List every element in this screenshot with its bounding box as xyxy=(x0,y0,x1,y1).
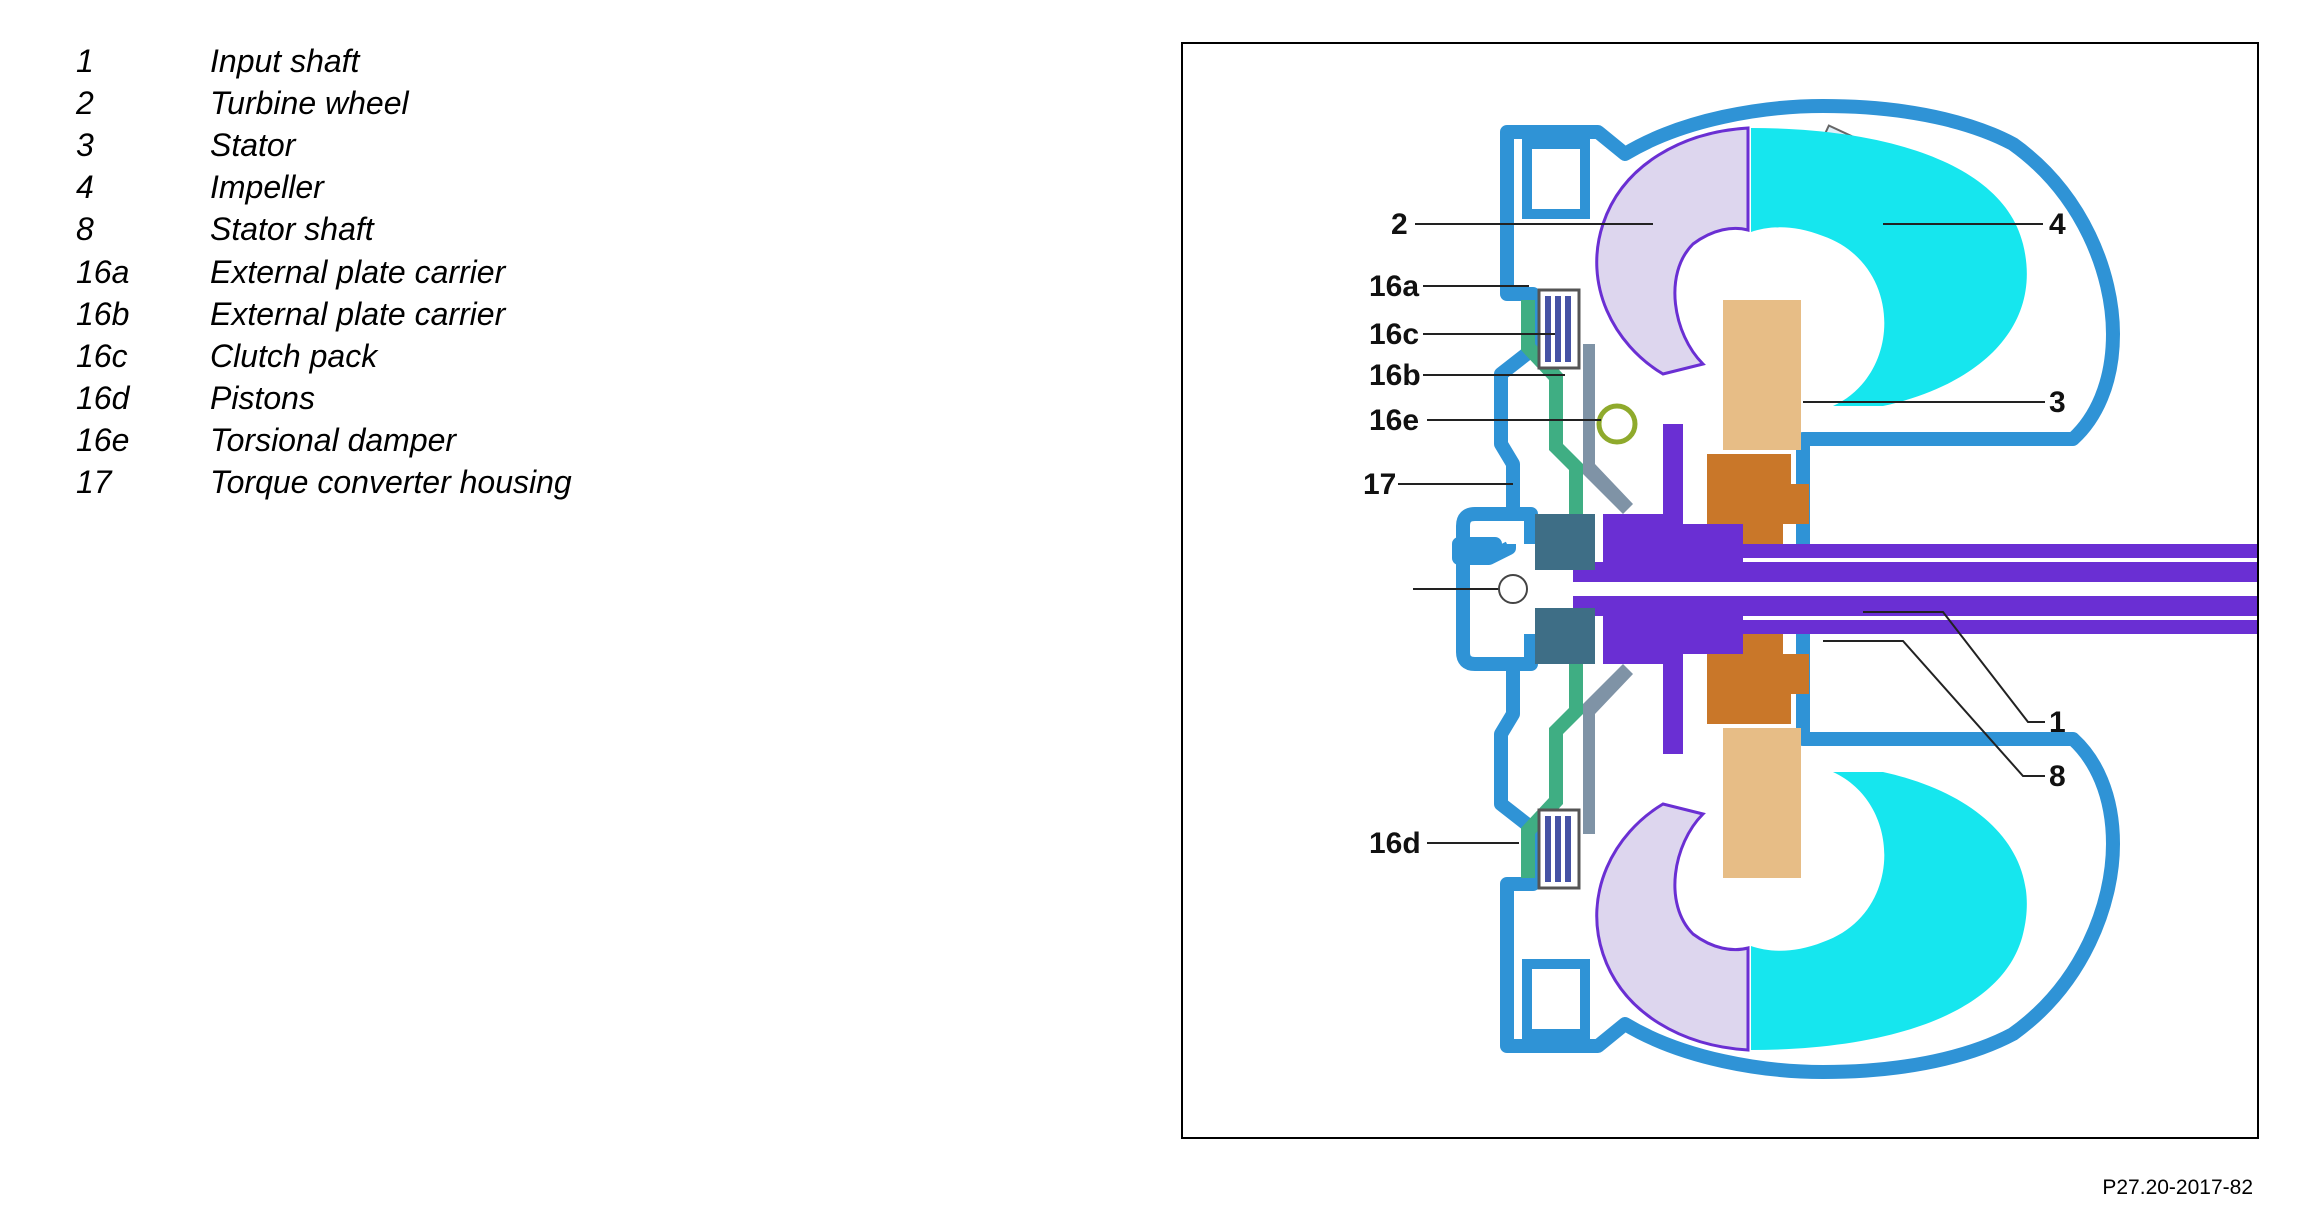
stator-blade-lower xyxy=(1723,728,1801,878)
legend-number: 16b xyxy=(76,295,130,332)
callout-16c: 16c xyxy=(1369,318,1419,351)
hub-flange-lower xyxy=(1535,608,1595,664)
turbine-hub-upper xyxy=(1603,424,1743,562)
diagram-frame: 2 4 16a 16c 16b 16e 3 17 1 8 16d xyxy=(1181,42,2259,1139)
legend-number: 17 xyxy=(76,464,112,501)
piston-lower xyxy=(1521,664,1583,878)
stator-shaft-lower xyxy=(1743,620,2257,634)
legend-label: Stator shaft xyxy=(210,211,374,248)
hub-flange-upper xyxy=(1535,514,1595,570)
stator-blade-upper xyxy=(1723,300,1801,450)
legend-label: Impeller xyxy=(210,169,324,206)
turbine-hub-lower xyxy=(1603,616,1743,754)
legend-item: 8 Stator shaft xyxy=(76,209,572,251)
callout-16e: 16e xyxy=(1369,404,1419,437)
callout-17: 17 xyxy=(1363,468,1396,501)
callout-2: 2 xyxy=(1391,208,1408,241)
legend: 1 Input shaft 2 Turbine wheel 3 Stator 4 Imp… xyxy=(76,40,572,504)
legend-number: 3 xyxy=(76,126,94,163)
shaft-bore xyxy=(1573,582,2257,596)
impeller-lower xyxy=(1751,772,2027,1050)
housing-lug-top xyxy=(1522,139,1590,219)
plate-carrier-lower xyxy=(1583,664,1633,834)
callout-16b: 16b xyxy=(1369,359,1421,392)
legend-item: 1 Input shaft xyxy=(76,40,572,82)
legend-number: 16a xyxy=(76,253,130,290)
legend-number: 8 xyxy=(76,211,94,248)
legend-number: 1 xyxy=(76,42,94,79)
legend-item: 16e Torsional damper xyxy=(76,420,572,462)
legend-item: 4 Impeller xyxy=(76,167,572,209)
legend-item: 2 Turbine wheel xyxy=(76,82,572,124)
callout-3: 3 xyxy=(2049,386,2066,419)
legend-item: 16d Pistons xyxy=(76,378,572,420)
stator-hub-lower xyxy=(1707,634,1809,724)
pilot-bearing xyxy=(1498,574,1528,604)
legend-item: 17 Torque converter housing xyxy=(76,462,572,504)
leader-lines xyxy=(1398,223,2045,844)
legend-label: Stator xyxy=(210,126,296,163)
turbine-wheel-lower xyxy=(1595,802,1750,1052)
legend-label: Clutch pack xyxy=(210,337,378,374)
legend-number: 16d xyxy=(76,380,130,417)
callout-8: 8 xyxy=(2049,760,2066,793)
torque-converter-diagram: 2 4 16a 16c 16b 16e 3 17 1 8 16d xyxy=(1363,99,2257,1079)
legend-number: 16e xyxy=(76,422,130,459)
housing-lug-bottom xyxy=(1522,959,1590,1039)
legend-item: 16b External plate carrier xyxy=(76,293,572,335)
figure-id: P27.20-2017-82 xyxy=(2102,1176,2253,1199)
torsional-damper xyxy=(1596,403,1638,445)
legend-label: External plate carrier xyxy=(210,295,506,332)
housing-lower xyxy=(1494,634,2120,1079)
legend-number: 4 xyxy=(76,169,94,206)
stator-hub-upper xyxy=(1707,454,1809,544)
callout-4: 4 xyxy=(2049,208,2066,241)
torque-converter-housing xyxy=(1452,99,2120,1079)
callout-16a: 16a xyxy=(1369,270,1419,303)
legend-label: Torque converter housing xyxy=(210,464,572,501)
legend-label: Pistons xyxy=(210,380,315,417)
stator-shaft-upper xyxy=(1743,544,2257,558)
turbine-wheel-upper xyxy=(1595,126,1750,376)
clutch-pack-upper xyxy=(1537,288,1581,370)
legend-item: 16c Clutch pack xyxy=(76,335,572,377)
impeller-upper xyxy=(1751,128,2027,406)
legend-item: 3 Stator xyxy=(76,124,572,166)
legend-number: 2 xyxy=(76,84,94,121)
legend-label: Input shaft xyxy=(210,42,360,79)
legend-label: External plate carrier xyxy=(210,253,506,290)
piston-upper xyxy=(1521,300,1583,514)
plate-carrier-upper xyxy=(1583,344,1633,514)
legend-label: Torsional damper xyxy=(210,422,457,459)
callout-1: 1 xyxy=(2049,706,2066,739)
clutch-pack-lower xyxy=(1537,808,1581,890)
callout-16d: 16d xyxy=(1369,827,1421,860)
legend-number: 16c xyxy=(76,337,128,374)
legend-item: 16a External plate carrier xyxy=(76,251,572,293)
legend-label: Turbine wheel xyxy=(210,84,409,121)
